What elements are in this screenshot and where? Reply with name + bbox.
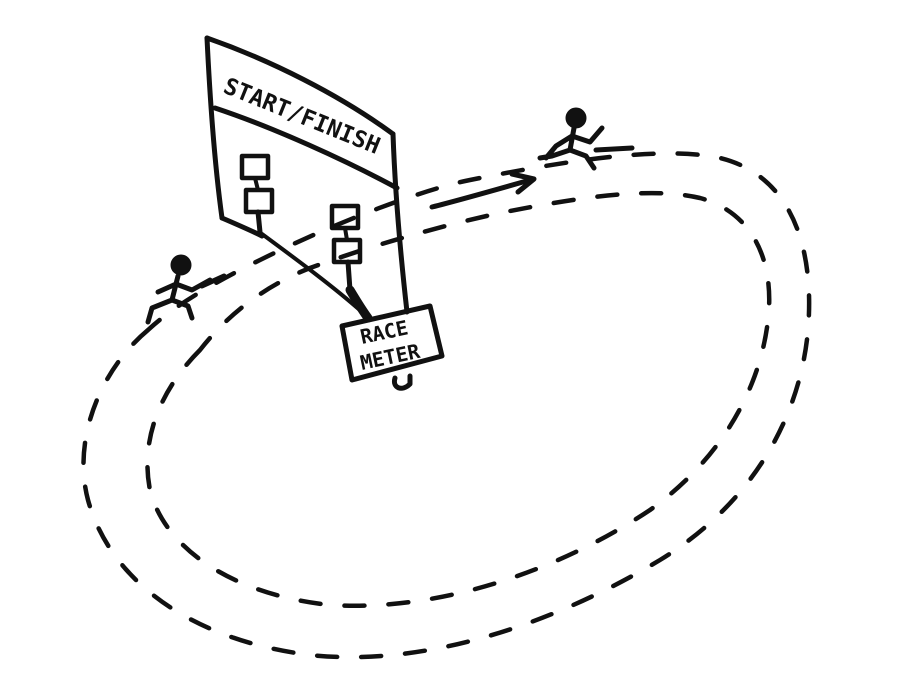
race-meter-device: RACE METER bbox=[339, 303, 445, 391]
track-outer-lane bbox=[81, 151, 812, 660]
sensor-wires bbox=[260, 232, 373, 323]
direction-arrow bbox=[429, 171, 537, 210]
runner-left-head bbox=[170, 254, 192, 276]
runner-left bbox=[145, 254, 227, 325]
track-inner-lane bbox=[145, 190, 772, 608]
sensor-left bbox=[239, 153, 275, 235]
sensor-right bbox=[329, 203, 363, 293]
race-track bbox=[81, 151, 812, 660]
runner-right-head bbox=[565, 107, 587, 129]
runner-right bbox=[537, 107, 635, 171]
